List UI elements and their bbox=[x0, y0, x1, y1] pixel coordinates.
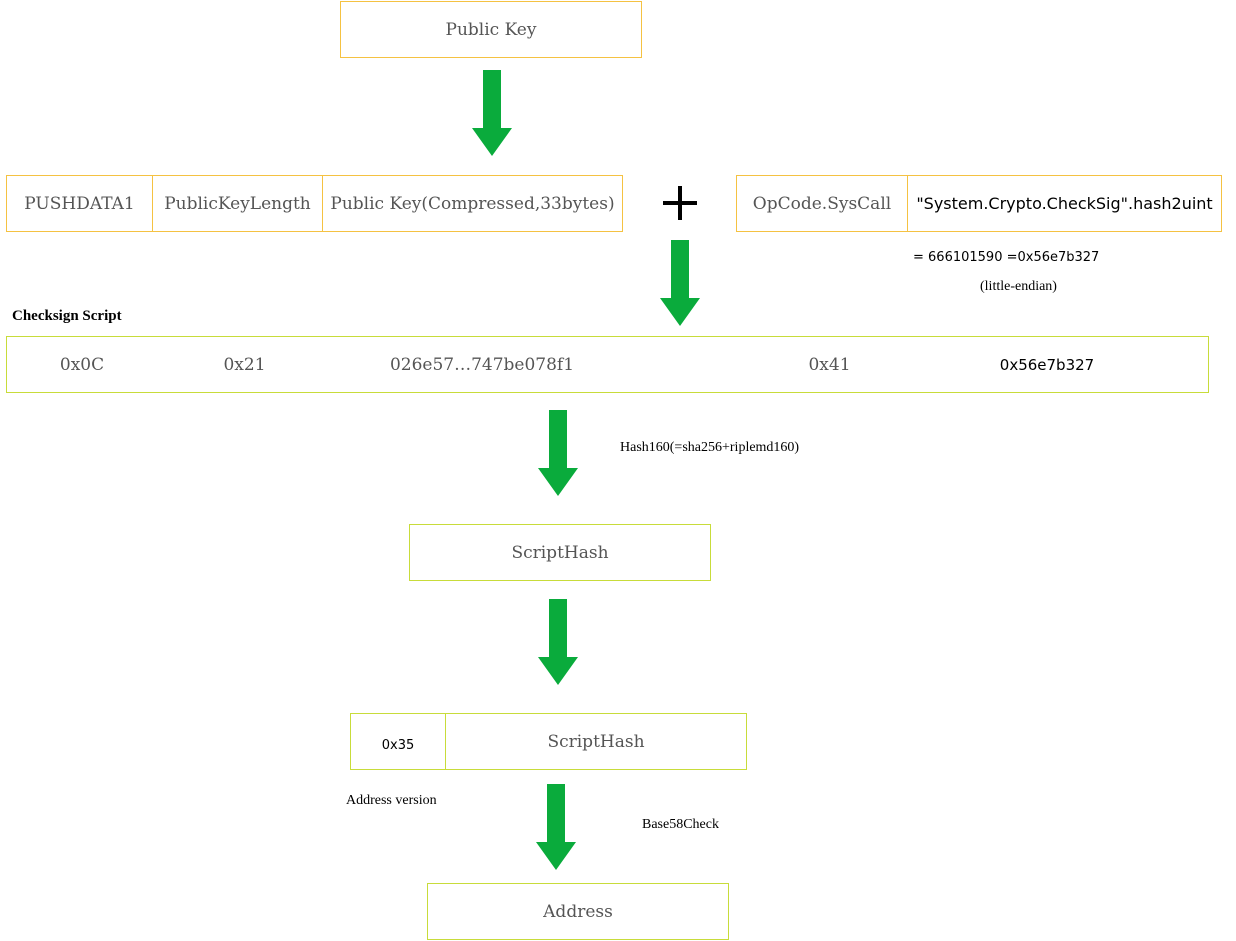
syscall-row: OpCode.SysCall "System.Crypto.CheckSig".… bbox=[736, 175, 1222, 232]
base58check-label: Base58Check bbox=[642, 817, 719, 833]
script-hash-label: ScriptHash bbox=[511, 542, 609, 563]
version-byte-cell: 0x35 bbox=[351, 714, 445, 769]
base58check-text: Base58Check bbox=[642, 817, 719, 832]
address-version-text: Address version bbox=[346, 793, 437, 808]
public-key-box: Public Key bbox=[340, 1, 642, 58]
hash-value-line: = 666101590 =0x56e7b327 bbox=[913, 250, 1100, 265]
address-box: Address bbox=[427, 883, 729, 940]
pubkey-abbrev-label: 026e57…747be078f1 bbox=[389, 354, 575, 375]
down-arrow-3 bbox=[538, 410, 578, 496]
down-arrow-5 bbox=[536, 784, 576, 870]
checksign-title-text: Checksign Script bbox=[12, 308, 122, 324]
address-label: Address bbox=[543, 901, 613, 922]
checksign-script-title: Checksign Script bbox=[12, 308, 122, 325]
publickeylength-cell: PublicKeyLength bbox=[152, 176, 322, 231]
down-arrow-4 bbox=[538, 599, 578, 685]
hash160-label: Hash160(=sha256+riplemd160) bbox=[620, 440, 799, 456]
version-scripthash-label: ScriptHash bbox=[547, 731, 645, 752]
checksign-cell-pubkey: 026e57…747be078f1 bbox=[367, 337, 597, 392]
version-scripthash-cell: ScriptHash bbox=[445, 714, 746, 769]
opcode-syscall-cell: OpCode.SysCall bbox=[737, 176, 907, 231]
hash160-text: Hash160(=sha256+riplemd160) bbox=[620, 440, 800, 455]
opcode-syscall-label: OpCode.SysCall bbox=[752, 193, 892, 214]
checksign-cell-0x41: 0x41 bbox=[777, 337, 882, 392]
checksig-hash-label: "System.Crypto.CheckSig".hash2uint bbox=[916, 194, 1213, 213]
script-hash-box: ScriptHash bbox=[409, 524, 711, 581]
address-version-row: 0x35 ScriptHash bbox=[350, 713, 747, 770]
checksign-cell-hash: 0x56e7b327 bbox=[982, 337, 1112, 392]
down-arrow-1 bbox=[472, 70, 512, 156]
checksign-cell-0x0c: 0x0C bbox=[27, 337, 137, 392]
endian-line: (little-endian) bbox=[980, 279, 1057, 294]
pushdata1-label: PUSHDATA1 bbox=[24, 193, 135, 214]
syscall-hash-label: 0x56e7b327 bbox=[999, 355, 1095, 374]
checksign-cell-0x21: 0x21 bbox=[187, 337, 302, 392]
compressed-pubkey-label: Public Key(Compressed,33bytes) bbox=[330, 193, 615, 214]
hash-value-note: = 666101590 =0x56e7b327 bbox=[913, 250, 1099, 265]
plus-symbol bbox=[663, 186, 697, 220]
opcode-0x21-label: 0x21 bbox=[223, 354, 266, 375]
checksign-script-row: 0x0C 0x21 026e57…747be078f1 0x41 0x56e7b… bbox=[6, 336, 1209, 393]
address-version-caption: Address version bbox=[346, 793, 437, 809]
down-arrow-2 bbox=[660, 240, 700, 326]
pushdata1-cell: PUSHDATA1 bbox=[7, 176, 152, 231]
pubkey-composition-row: PUSHDATA1 PublicKeyLength Public Key(Com… bbox=[6, 175, 623, 232]
endian-note: (little-endian) bbox=[980, 279, 1057, 295]
opcode-0x0c-label: 0x0C bbox=[59, 354, 105, 375]
public-key-label: Public Key bbox=[445, 19, 537, 40]
opcode-0x41-label: 0x41 bbox=[808, 354, 851, 375]
version-byte-label: 0x35 bbox=[381, 738, 415, 753]
publickeylength-label: PublicKeyLength bbox=[164, 193, 311, 214]
compressed-pubkey-cell: Public Key(Compressed,33bytes) bbox=[322, 176, 622, 231]
checksig-hash-cell: "System.Crypto.CheckSig".hash2uint bbox=[907, 176, 1221, 231]
